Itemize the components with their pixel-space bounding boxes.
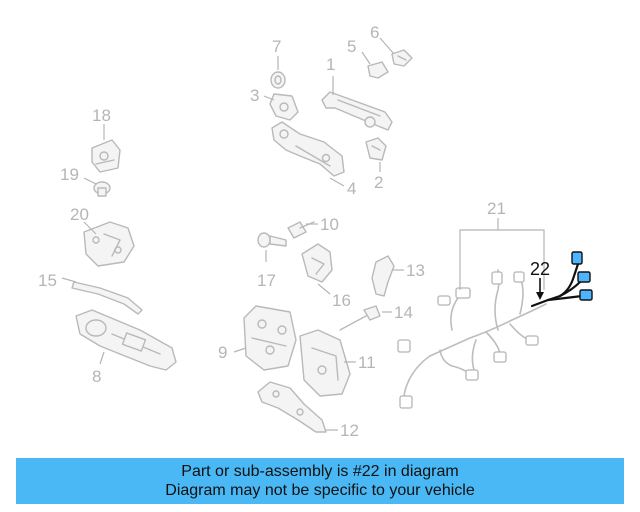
callout-20: 20 xyxy=(70,205,89,224)
callout-7: 7 xyxy=(272,37,281,56)
harness-connector xyxy=(399,395,413,409)
harness-connector xyxy=(465,369,479,381)
harness-connector xyxy=(437,295,451,306)
banner-line-2: Diagram may not be specific to your vehi… xyxy=(165,482,475,499)
part-15-rod xyxy=(71,281,143,315)
callout-12: 12 xyxy=(340,421,359,440)
part-4-handle-bracket xyxy=(271,121,345,177)
callout-1: 1 xyxy=(326,55,335,74)
part-18-striker xyxy=(91,139,121,173)
callout-21: 21 xyxy=(487,199,506,218)
leader-16 xyxy=(317,283,331,295)
part-5-cap xyxy=(367,61,389,79)
part-3-gasket xyxy=(269,93,299,121)
leader-5 xyxy=(361,51,371,65)
callout-14: 14 xyxy=(394,303,413,322)
callout-19: 19 xyxy=(60,165,79,184)
leader-20 xyxy=(83,221,97,235)
callout-6: 6 xyxy=(370,23,379,42)
callout-3: 3 xyxy=(250,86,259,105)
leader-22-arrowhead xyxy=(536,292,544,300)
leader-8 xyxy=(99,351,105,365)
callout-8: 8 xyxy=(92,367,101,386)
leader-6 xyxy=(379,37,395,55)
highlighted-connector-b xyxy=(577,271,591,283)
leader-21-bracket xyxy=(459,229,545,290)
info-banner: Part or sub-assembly is #22 in diagram D… xyxy=(16,458,624,504)
leader-9 xyxy=(233,347,247,353)
harness-connector xyxy=(493,351,507,363)
callout-2: 2 xyxy=(374,173,383,192)
highlighted-connector-a xyxy=(571,251,583,265)
part-6-clip xyxy=(391,49,413,67)
part-21-wiring-harness xyxy=(397,269,547,409)
harness-connector xyxy=(491,271,503,285)
callout-11: 11 xyxy=(358,353,376,372)
callout-22: 22 xyxy=(530,259,550,279)
part-1-outer-handle xyxy=(321,91,393,131)
harness-connector xyxy=(525,335,539,346)
callout-18: 18 xyxy=(92,106,111,125)
callout-13: 13 xyxy=(406,261,425,280)
banner-line-1: Part or sub-assembly is #22 in diagram xyxy=(181,463,459,480)
part-13-seal xyxy=(371,255,395,297)
leader-3 xyxy=(263,95,275,101)
callout-17: 17 xyxy=(257,271,276,290)
part-16-cover xyxy=(301,243,333,283)
part-22-harness-branch xyxy=(530,251,593,308)
leader-15 xyxy=(61,277,77,283)
callout-4: 4 xyxy=(347,179,356,198)
callout-15: 15 xyxy=(38,271,57,290)
harness-connector xyxy=(513,271,525,283)
callout-5: 5 xyxy=(347,37,356,56)
callout-10: 10 xyxy=(320,215,339,234)
callout-16: 16 xyxy=(332,291,351,310)
harness-connector xyxy=(455,287,471,299)
leader-4 xyxy=(329,177,345,187)
part-17-bolt xyxy=(257,232,287,248)
part-7-grommet xyxy=(270,71,286,89)
part-9-lock-actuator xyxy=(243,305,297,371)
part-2-handle-cap xyxy=(365,137,387,161)
part-10-screw xyxy=(287,221,315,239)
part-14-lock-rod xyxy=(339,305,381,331)
highlighted-connector-c xyxy=(579,289,593,301)
part-20-bracket xyxy=(83,221,135,267)
part-19-bolt xyxy=(93,181,111,197)
part-12-lever-bracket xyxy=(257,381,327,433)
harness-connector xyxy=(397,339,411,353)
part-11-lock-housing xyxy=(299,329,351,397)
leader-19 xyxy=(83,177,97,185)
part-8-inner-handle xyxy=(75,309,177,371)
callout-9: 9 xyxy=(218,343,227,362)
